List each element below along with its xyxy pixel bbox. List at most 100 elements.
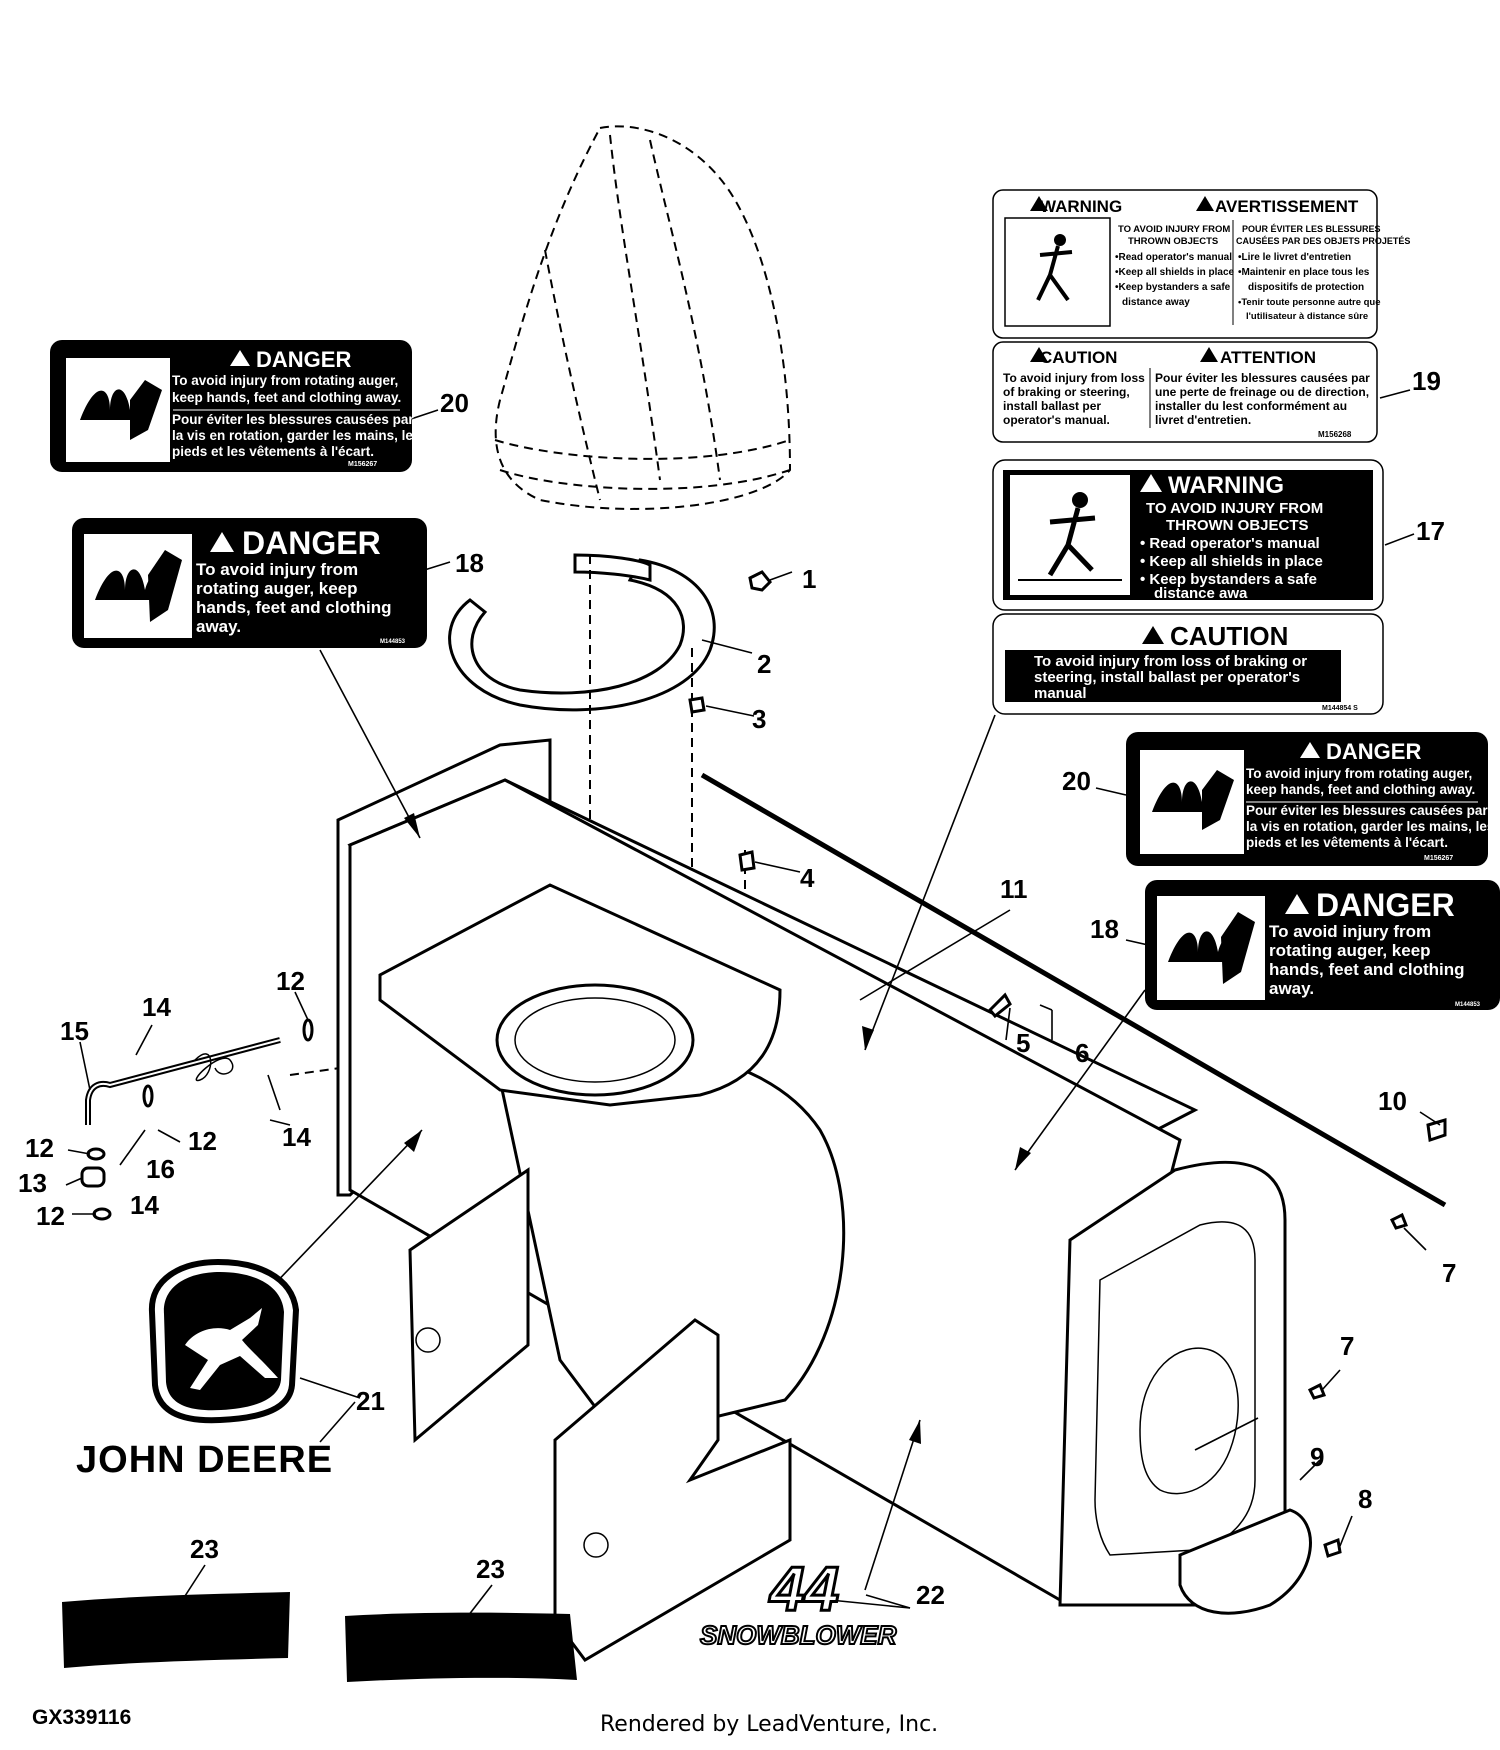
svg-text:CAUTION: CAUTION [1170, 621, 1288, 651]
decal-danger-english-right: DANGER To avoid injury from rotating aug… [1145, 880, 1500, 1010]
callout-10: 10 [1378, 1086, 1407, 1116]
svg-text:Pour éviter les blessures caus: Pour éviter les blessures causées par [172, 412, 414, 427]
decal-strip-left [62, 1592, 290, 1668]
discharge-chute-phantom [494, 125, 792, 510]
svg-text:rotating auger, keep: rotating auger, keep [196, 579, 358, 598]
decal-warning-bilingual: WARNING AVERTISSEMENT TO AVOID INJURY FR… [992, 189, 1410, 339]
john-deere-logo: JOHN DEERE [76, 1258, 333, 1481]
svg-text:hands, feet and clothing: hands, feet and clothing [196, 598, 392, 617]
callout-6: 6 [1075, 1038, 1089, 1068]
callout-12d: 12 [36, 1201, 65, 1231]
rendered-by-credit: Rendered by LeadVenture, Inc. [600, 1712, 939, 1737]
svg-text:M144853: M144853 [1455, 1002, 1481, 1008]
svg-text:M156268: M156268 [1318, 430, 1352, 439]
svg-text:To avoid injury from: To avoid injury from [196, 560, 358, 579]
svg-text:•Keep all shields in place: •Keep all shields in place [1115, 267, 1235, 278]
callout-18b: 18 [1090, 914, 1119, 944]
svg-text:keep hands, feet and clothing: keep hands, feet and clothing away. [1246, 782, 1475, 797]
callout-23a: 23 [190, 1534, 219, 1564]
svg-text:CAUTION: CAUTION [1040, 348, 1117, 367]
svg-text:TO AVOID INJURY FROM: TO AVOID INJURY FROM [1118, 224, 1230, 235]
callout-21: 21 [356, 1386, 385, 1416]
callout-18a: 18 [455, 548, 484, 578]
svg-text:steering, install ballast per: steering, install ballast per operator's [1034, 669, 1300, 686]
svg-text:rotating auger, keep: rotating auger, keep [1269, 941, 1431, 960]
svg-text:CAUSÉES PAR DES OBJETS PROJETÉ: CAUSÉES PAR DES OBJETS PROJETÉS [1236, 236, 1410, 246]
decal-strip-right [345, 1612, 577, 1682]
svg-text:pieds et les vêtements à l'éca: pieds et les vêtements à l'écart. [1246, 835, 1448, 850]
callout-3: 3 [752, 704, 766, 734]
svg-text:TO AVOID INJURY FROM: TO AVOID INJURY FROM [1146, 500, 1323, 517]
svg-text:DANGER: DANGER [1326, 739, 1421, 764]
callout-14a: 14 [142, 992, 171, 1022]
svg-text:•Tenir toute personne autre qu: •Tenir toute personne autre que [1238, 297, 1381, 308]
callout-13: 13 [18, 1168, 47, 1198]
decal-danger-bilingual-right: DANGER To avoid injury from rotating aug… [1126, 732, 1494, 866]
svg-text:M144853: M144853 [380, 639, 406, 645]
svg-text:of braking or steering,: of braking or steering, [1003, 385, 1130, 399]
svg-text:hands, feet and clothing: hands, feet and clothing [1269, 960, 1465, 979]
svg-text:To avoid injury from loss of b: To avoid injury from loss of braking or [1034, 653, 1307, 670]
svg-text:M156267: M156267 [348, 461, 377, 468]
callout-7a: 7 [1442, 1258, 1456, 1288]
svg-text:livret d'entretien.: livret d'entretien. [1155, 413, 1251, 427]
svg-text:To avoid injury from rotating: To avoid injury from rotating auger, [172, 373, 398, 388]
callout-14b: 14 [282, 1122, 311, 1152]
svg-text:Pour éviter les blessures caus: Pour éviter les blessures causées par [1155, 371, 1370, 385]
callout-19: 19 [1412, 366, 1441, 396]
svg-text:la vis en rotation, garder les: la vis en rotation, garder les mains, le… [1246, 819, 1494, 834]
callout-23b: 23 [476, 1554, 505, 1584]
callout-11: 11 [1000, 874, 1028, 904]
svg-text:•Read operator's manual: •Read operator's manual [1115, 252, 1232, 263]
svg-text:installer du lest conformément: installer du lest conformément au [1155, 399, 1347, 413]
svg-text:POUR ÉVITER LES BLESSURES: POUR ÉVITER LES BLESSURES [1242, 224, 1381, 234]
model-decal: 44 SNOWBLOWER [699, 1554, 898, 1652]
callout-12a: 12 [276, 966, 305, 996]
svg-text:WARNING: WARNING [1168, 472, 1284, 499]
svg-text:une perte de freinage ou de di: une perte de freinage ou de direction, [1155, 385, 1369, 399]
callout-1: 1 [802, 564, 816, 594]
svg-text:THROWN OBJECTS: THROWN OBJECTS [1166, 517, 1309, 534]
john-deere-wordmark: JOHN DEERE [76, 1439, 333, 1481]
svg-text:SNOWBLOWER: SNOWBLOWER [700, 1620, 897, 1650]
chute-ring [448, 553, 716, 712]
svg-text:WARNING: WARNING [1040, 197, 1122, 216]
callout-14c: 14 [130, 1190, 159, 1220]
callout-2: 2 [757, 649, 771, 679]
callout-22: 22 [916, 1580, 945, 1610]
svg-text:Pour éviter les blessures caus: Pour éviter les blessures causées par [1246, 803, 1488, 818]
svg-text:DANGER: DANGER [242, 525, 381, 561]
callout-20a: 20 [440, 388, 469, 418]
decal-danger-bilingual-left: DANGER To avoid injury from rotating aug… [50, 340, 420, 472]
svg-text:To avoid injury from loss: To avoid injury from loss [1003, 371, 1145, 385]
svg-text:To avoid injury from: To avoid injury from [1269, 922, 1431, 941]
callout-7b: 7 [1340, 1331, 1354, 1361]
svg-text:keep hands, feet and clothing: keep hands, feet and clothing away. [172, 390, 401, 405]
svg-text:M156267: M156267 [1424, 855, 1453, 862]
decal-caution-bilingual: CAUTION ATTENTION To avoid injury from l… [992, 341, 1378, 443]
svg-text:• Keep all shields in place: • Keep all shields in place [1140, 553, 1323, 570]
svg-text:• Read operator's manual: • Read operator's manual [1140, 535, 1320, 552]
svg-text:44: 44 [768, 1555, 839, 1624]
decal-warning-english: WARNING TO AVOID INJURY FROM THROWN OBJE… [992, 459, 1384, 611]
svg-text:dispositifs de protection: dispositifs de protection [1248, 282, 1364, 293]
callout-16: 16 [146, 1154, 175, 1184]
svg-text:To avoid injury from rotating: To avoid injury from rotating auger, [1246, 766, 1472, 781]
decal-caution-english: CAUTION To avoid injury from loss of bra… [992, 613, 1384, 715]
svg-text:M144854 S: M144854 S [1322, 705, 1358, 712]
svg-text:install ballast per: install ballast per [1003, 399, 1101, 413]
callout-numbers: 1 2 3 4 5 6 7 7 8 9 10 11 12 12 12 12 12… [18, 366, 1456, 1610]
svg-text:distance awa: distance awa [1154, 585, 1248, 602]
decal-danger-english-left: DANGER To avoid injury from rotating aug… [72, 518, 427, 648]
figure-id: GX339116 [32, 1706, 132, 1729]
callout-8: 8 [1358, 1484, 1372, 1514]
svg-text:la vis en rotation, garder les: la vis en rotation, garder les mains, le… [172, 428, 420, 443]
callout-17: 17 [1416, 516, 1445, 546]
svg-text:DANGER: DANGER [256, 347, 351, 372]
svg-text:• Keep bystanders a safe: • Keep bystanders a safe [1140, 571, 1317, 588]
callout-20b: 20 [1062, 766, 1091, 796]
callout-5: 5 [1016, 1028, 1030, 1058]
callout-12b: 12 [188, 1126, 217, 1156]
crank-assembly [80, 1037, 281, 1188]
svg-text:•Keep bystanders a safe: •Keep bystanders a safe [1115, 282, 1231, 293]
